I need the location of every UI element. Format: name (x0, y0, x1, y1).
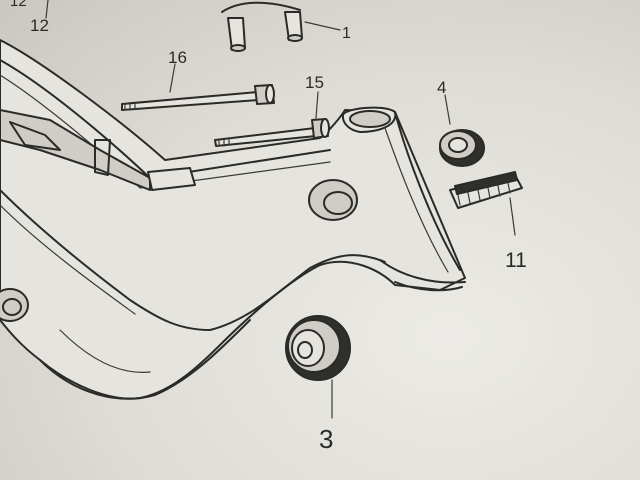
callout-11: 11 (505, 249, 527, 272)
callout-15: 15 (305, 73, 324, 92)
callout-3: 3 (319, 424, 333, 454)
callout-12: 12 (30, 16, 49, 35)
callout-1: 1 (342, 25, 351, 42)
part-15-bolt (214, 91, 330, 147)
part-3-grommet (285, 315, 351, 419)
part-1-pins (221, 1, 341, 52)
callout-12-leader (45, 0, 49, 19)
frame-body (0, 39, 466, 400)
part-11-strip (449, 171, 523, 236)
callout-16: 16 (168, 48, 187, 67)
callout-4: 4 (437, 78, 446, 97)
callout-labels: 12 12 1 16 15 4 11 3 (10, 0, 527, 454)
callout-12-top: 12 (10, 0, 27, 10)
part-16-long-bolt (121, 63, 275, 111)
part-4-bushing (439, 94, 485, 167)
